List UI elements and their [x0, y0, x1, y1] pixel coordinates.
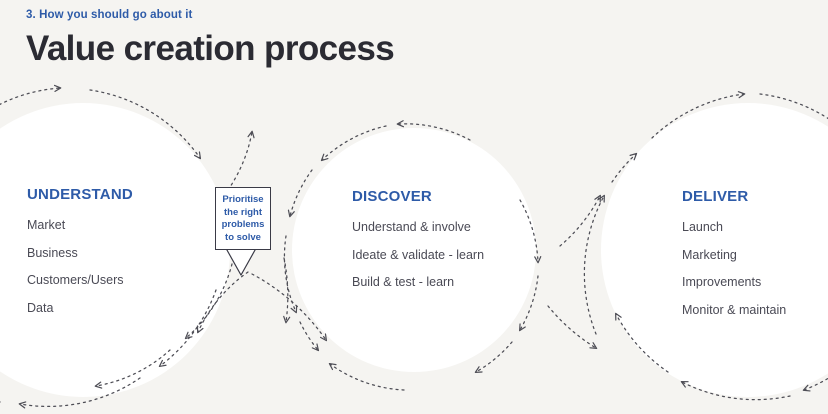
- stage-deliver-item-1: Marketing: [682, 247, 737, 262]
- callout-line-1: the right: [224, 206, 262, 218]
- stage-deliver-item-2: Improvements: [682, 275, 762, 290]
- circle-understand: [0, 103, 230, 397]
- arc-crossover-b: [196, 271, 249, 334]
- section-eyebrow: 3. How you should go about it: [26, 9, 193, 21]
- stage-understand-item-2: Customers/Users: [27, 273, 124, 288]
- stage-deliver: DELIVER Launch Marketing Improvements Mo…: [682, 188, 786, 319]
- slide-header: 3. How you should go about it Value crea…: [26, 9, 395, 68]
- callout-tail-pointer: [226, 250, 256, 276]
- callout-line-3: to solve: [225, 231, 261, 243]
- stage-discover-item-2: Build & test - learn: [352, 275, 455, 290]
- callout-prioritise: Prioritise the right problems to solve: [215, 187, 271, 276]
- arc-crossover-f: [547, 305, 598, 349]
- arc-deliver-7: [615, 312, 669, 373]
- arc-discover-3: [287, 169, 313, 218]
- arc-understand-7: [94, 349, 171, 389]
- callout-box: Prioritise the right problems to solve: [215, 187, 271, 251]
- arc-discover-4: [283, 235, 298, 314]
- stage-discover-title: DISCOVER: [352, 188, 432, 205]
- dotted-arc-group: [0, 84, 828, 409]
- arc-crossover-d: [283, 257, 291, 324]
- stage-understand-item-1: Business: [27, 245, 78, 260]
- arc-discover-9: [328, 362, 405, 391]
- arc-discover-7: [519, 275, 539, 332]
- stage-understand: UNDERSTAND Market Business Customers/Use…: [27, 186, 133, 317]
- stage-understand-item-0: Market: [27, 218, 66, 232]
- arc-crossover-e: [559, 194, 601, 247]
- arc-discover-8: [474, 341, 513, 373]
- arc-deliver-4: [759, 93, 828, 120]
- stage-discover: DISCOVER Understand & involve Ideate & v…: [352, 188, 484, 291]
- arc-understand-3: [158, 289, 217, 368]
- stage-deliver-item-0: Launch: [682, 220, 724, 234]
- arc-discover-6: [519, 199, 542, 264]
- arc-understand-2: [89, 89, 202, 160]
- arc-understand-4: [18, 377, 141, 409]
- stage-understand-title: UNDERSTAND: [27, 186, 133, 203]
- arc-discover-2: [320, 125, 387, 162]
- arc-understand-1: [0, 84, 62, 106]
- arc-crossover-c: [251, 273, 328, 342]
- arc-deliver-6: [680, 381, 791, 401]
- arc-deliver-1: [583, 194, 605, 335]
- stage-understand-item-3: Data: [27, 300, 54, 315]
- arc-understand-6: [184, 263, 233, 340]
- stage-discover-item-1: Ideate & validate - learn: [352, 247, 485, 262]
- stage-deliver-item-3: Monitor & maintain: [682, 302, 787, 317]
- arc-discover-1: [396, 120, 471, 141]
- callout-line-2: problems: [221, 219, 265, 231]
- stage-deliver-title: DELIVER: [682, 188, 749, 205]
- arc-deliver-2: [611, 152, 638, 183]
- stage-discover-item-0: Understand & involve: [352, 220, 471, 234]
- callout-line-0: Prioritise: [222, 194, 264, 205]
- circle-deliver: [601, 103, 828, 397]
- arc-discover-5: [299, 321, 320, 352]
- circle-discover: [292, 128, 536, 372]
- page-title: Value creation process: [26, 29, 395, 68]
- arc-crossover-a: [227, 130, 255, 191]
